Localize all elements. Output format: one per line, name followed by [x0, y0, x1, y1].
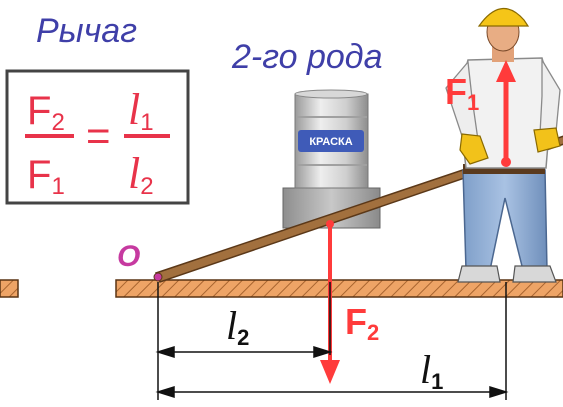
title-line-2: 2-го рода: [231, 38, 383, 76]
dimension-lines: [155, 282, 509, 400]
force-f1-arrow: [496, 60, 516, 167]
title-line-1: Рычаг: [36, 12, 137, 50]
pivot-label: O: [117, 240, 140, 273]
formula-box: F2 F1 = l1 l2: [5, 69, 190, 205]
arm-l2-label: l2: [226, 303, 249, 350]
formula-numerator-right: l1: [128, 85, 154, 136]
formula-equals: =: [86, 112, 111, 159]
arm-l1-label: l1: [420, 347, 443, 394]
formula-denominator-left: F1: [27, 153, 65, 200]
formula-numerator-left: F2: [27, 89, 65, 136]
formula-denominator-right: l2: [128, 149, 154, 200]
ground: [0, 279, 563, 298]
barrel-label: КРАСКА: [309, 136, 352, 148]
worker-figure: [445, 7, 561, 283]
force-f1-label: F1: [445, 71, 479, 115]
force-f2-label: F2: [345, 301, 379, 345]
pivot-point: [153, 272, 163, 282]
